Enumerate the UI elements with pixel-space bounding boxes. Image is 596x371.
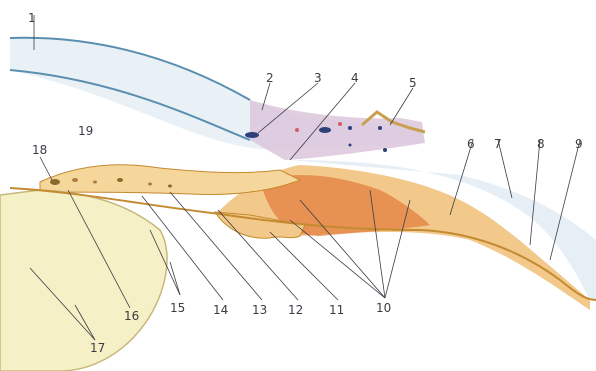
vessel-dot xyxy=(348,126,352,130)
label-4: 4 xyxy=(351,71,359,85)
vessel-dot xyxy=(349,144,352,147)
sclera-limbus xyxy=(250,100,425,160)
label-19: 19 xyxy=(78,124,93,138)
label-16: 16 xyxy=(124,309,139,323)
label-10: 10 xyxy=(376,301,391,315)
lens xyxy=(0,190,167,371)
iris-spot xyxy=(93,181,97,184)
label-7: 7 xyxy=(494,137,502,151)
iris-spot xyxy=(72,178,78,182)
iris-spot xyxy=(117,178,123,182)
iris xyxy=(40,165,300,195)
label-13: 13 xyxy=(252,303,267,317)
schlemm-canal xyxy=(245,132,259,138)
vessel-dot xyxy=(319,127,331,133)
label-5: 5 xyxy=(409,76,417,90)
label-2: 2 xyxy=(266,71,274,85)
label-11: 11 xyxy=(329,303,344,317)
label-14: 14 xyxy=(213,303,228,317)
iris-spot xyxy=(168,185,172,188)
label-3: 3 xyxy=(314,71,322,85)
label-9: 9 xyxy=(575,137,583,151)
vessel-dot xyxy=(338,122,342,126)
vessel-dot xyxy=(295,128,299,132)
label-1: 1 xyxy=(28,11,36,25)
vessel-dot xyxy=(383,148,387,152)
label-18: 18 xyxy=(32,143,47,157)
iris-spot xyxy=(148,183,152,186)
label-8: 8 xyxy=(537,137,545,151)
label-17: 17 xyxy=(90,341,105,355)
label-12: 12 xyxy=(288,303,303,317)
label-6: 6 xyxy=(467,137,475,151)
label-15: 15 xyxy=(170,301,185,315)
vessel-dot xyxy=(378,126,382,130)
